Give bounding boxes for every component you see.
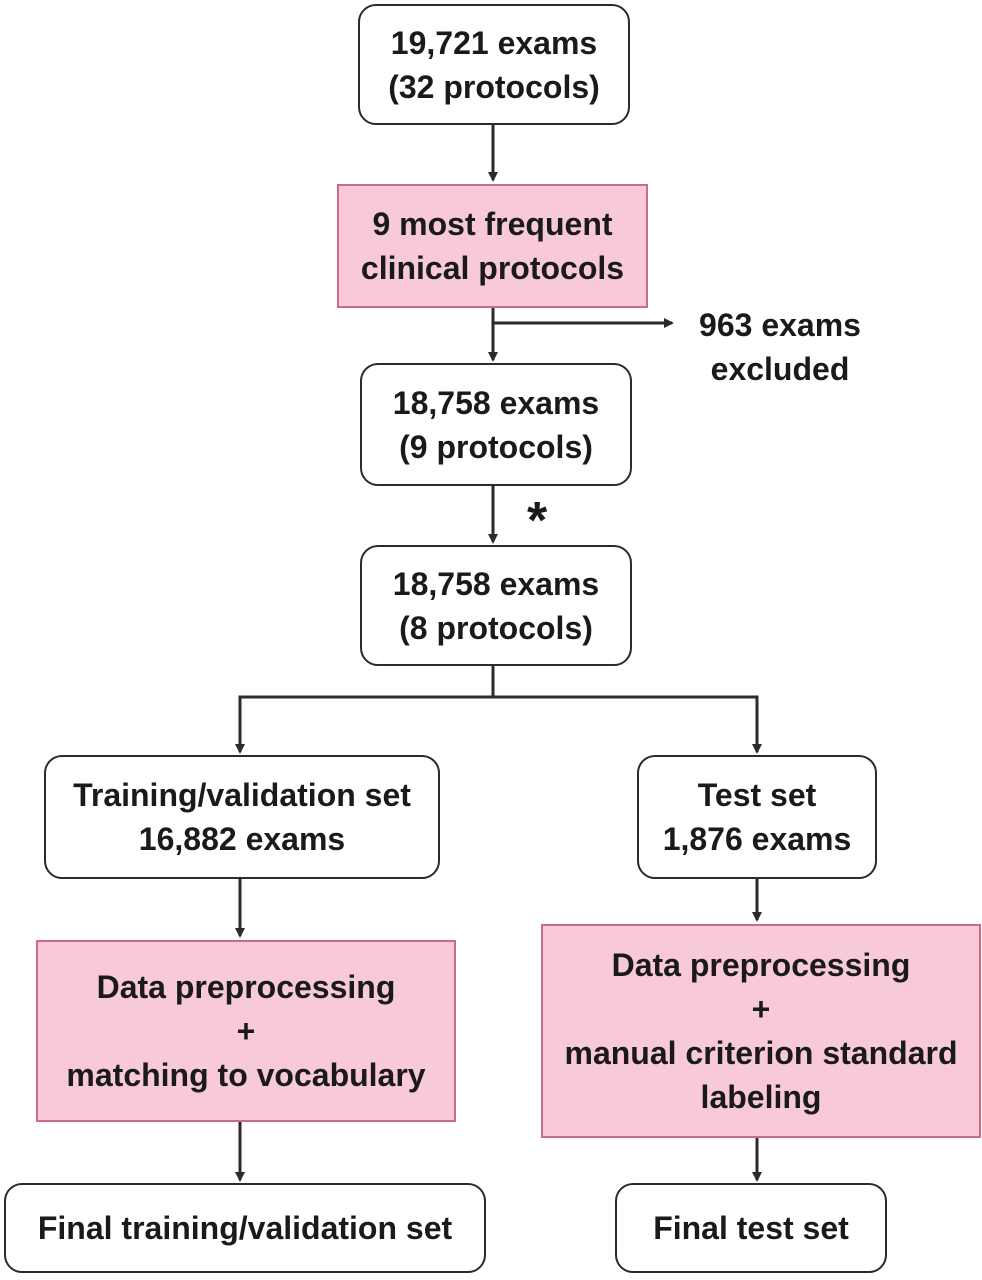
box-line: (9 protocols) (399, 428, 593, 465)
box-train-preprocessing: Data preprocessing + matching to vocabul… (36, 940, 456, 1122)
box-line: 9 most frequent (372, 206, 613, 242)
box-line: Data preprocessing (96, 969, 396, 1005)
box-final-training-validation-set: Final training/validation set (4, 1183, 486, 1273)
box-line: matching to vocabulary (66, 1057, 426, 1093)
box-training-validation-set: Training/validation set 16,882 exams (44, 755, 440, 879)
box-line: Training/validation set (73, 777, 411, 813)
box-test-set: Test set 1,876 exams (637, 755, 877, 879)
box-18758-exams-8: 18,758 exams (8 protocols) (360, 545, 632, 666)
box-line: 18,758 exams (392, 565, 600, 602)
asterisk-mark: * (527, 492, 548, 550)
box-line: manual criterion standard (564, 1035, 958, 1071)
excluded-note: 963 exams excluded (680, 303, 880, 391)
box-line: clinical protocols (360, 250, 625, 286)
excluded-line: excluded (710, 351, 850, 387)
box-line: Final training/validation set (37, 1210, 453, 1246)
box-19721-exams: 19,721 exams (32 protocols) (358, 4, 630, 125)
box-line: Test set (697, 777, 817, 813)
box-most-frequent-protocols: 9 most frequent clinical protocols (337, 184, 648, 308)
box-line: 16,882 exams (138, 821, 346, 857)
box-line: Data preprocessing (611, 947, 911, 983)
excluded-line: 963 exams (699, 307, 861, 343)
box-final-test-set: Final test set (615, 1183, 887, 1273)
box-line: + (751, 991, 771, 1027)
split-connector (235, 666, 495, 754)
box-line: 18,758 exams (392, 384, 600, 421)
box-line: 19,721 exams (390, 24, 598, 61)
box-test-preprocessing: Data preprocessing + manual criterion st… (541, 924, 981, 1138)
box-line: + (236, 1013, 256, 1049)
box-18758-exams-9: 18,758 exams (9 protocols) (360, 363, 632, 486)
box-line: labeling (700, 1079, 822, 1115)
box-line: Final test set (653, 1210, 849, 1246)
box-line: (8 protocols) (399, 609, 593, 646)
box-line: 1,876 exams (662, 821, 852, 857)
split-connector-right (493, 695, 762, 754)
box-line: (32 protocols) (388, 68, 600, 105)
